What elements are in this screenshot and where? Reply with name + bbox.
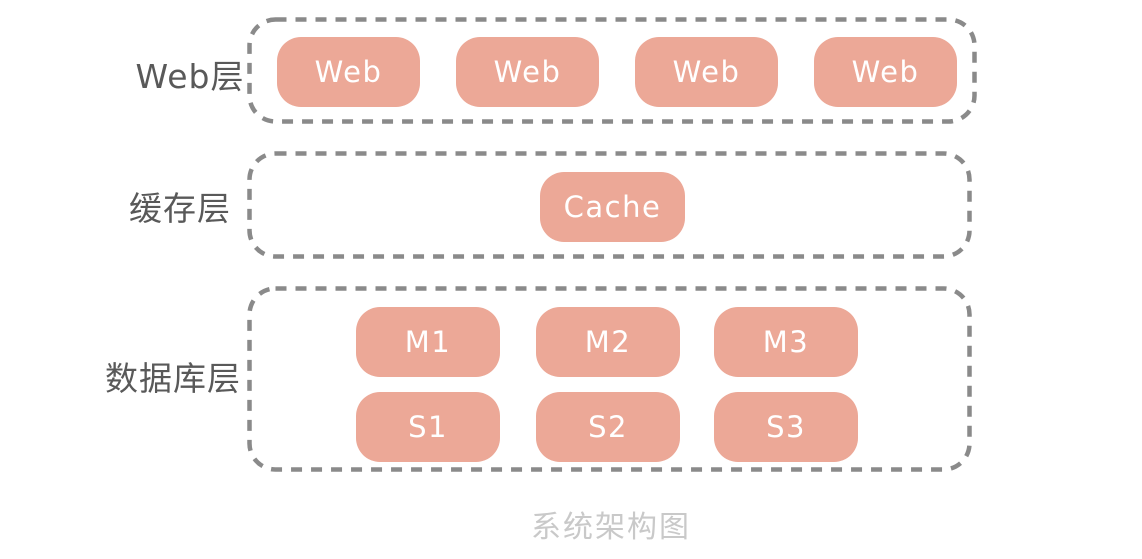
database-layer-group: M1 M2 M3 S1 S2 S3	[247, 286, 972, 472]
web-layer-group: Web Web Web Web	[247, 17, 977, 124]
db-slave-node-3: S3	[714, 392, 858, 462]
db-master-node-2: M2	[536, 307, 680, 377]
web-node-2: Web	[456, 37, 599, 107]
web-node-4: Web	[814, 37, 957, 107]
db-master-node-3: M3	[714, 307, 858, 377]
db-master-node-1: M1	[356, 307, 500, 377]
cache-layer-label: 缓存层	[129, 189, 231, 228]
diagram-title: 系统架构图	[531, 510, 691, 545]
web-layer-label: Web层	[135, 57, 245, 96]
web-node-3: Web	[635, 37, 778, 107]
dashed-border	[247, 17, 977, 124]
db-slave-node-2: S2	[536, 392, 680, 462]
cache-node: Cache	[540, 172, 685, 242]
web-node-1: Web	[277, 37, 420, 107]
database-layer-label: 数据库层	[105, 359, 241, 398]
cache-layer-group: Cache	[247, 151, 972, 259]
db-slave-node-1: S1	[356, 392, 500, 462]
